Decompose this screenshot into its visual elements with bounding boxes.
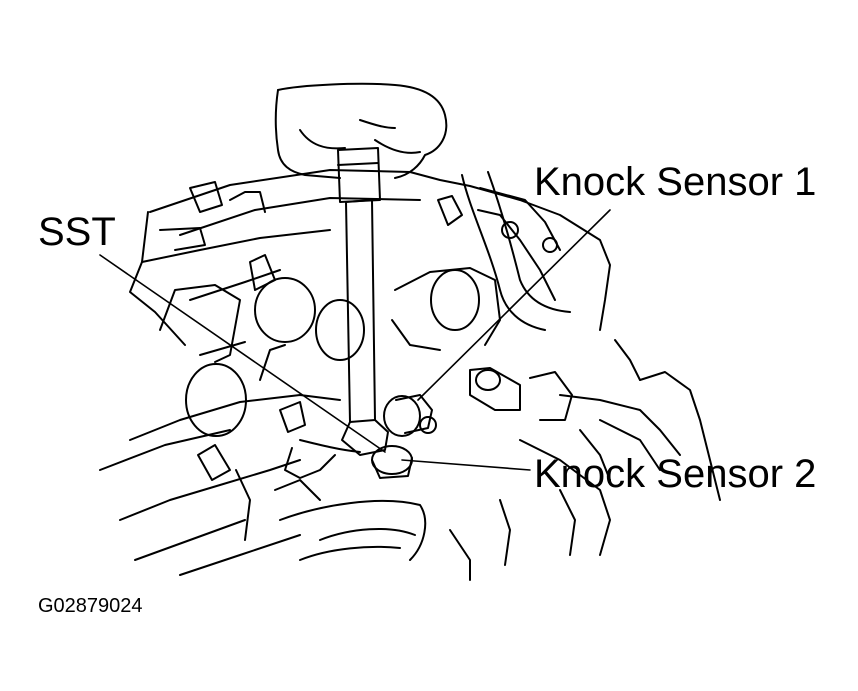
sst-tool: [337, 147, 389, 456]
hand: [274, 82, 448, 179]
right-side-components: [449, 171, 721, 581]
figure-code: G02879024: [38, 595, 143, 617]
sst-label: SST: [38, 210, 116, 254]
knock-sensor-2-part: [279, 439, 427, 561]
intake-ports: [159, 267, 501, 437]
leader-lines: [99, 209, 611, 471]
lower-block: [99, 344, 341, 576]
knock-sensor-1-part: [383, 394, 437, 437]
knock-sensor-2-label: Knock Sensor 2: [534, 452, 817, 496]
knock-sensor-1-label: Knock Sensor 1: [534, 160, 817, 204]
